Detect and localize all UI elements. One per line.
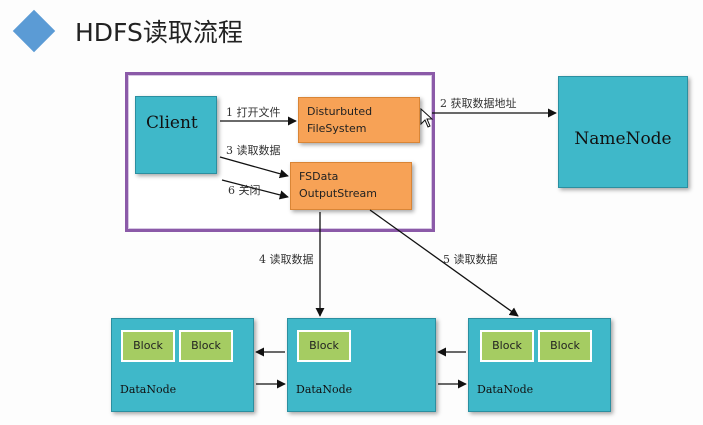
client-label: Client	[146, 113, 198, 133]
dfs-line1: Disturbuted	[307, 105, 373, 118]
block-3a: Block	[480, 330, 534, 362]
block-2a: Block	[297, 330, 351, 362]
edge-read-data-3	[219, 156, 289, 179]
edge-close	[221, 179, 289, 200]
datanode-3-label: DataNode	[477, 383, 534, 396]
mouse-cursor-icon	[420, 108, 434, 128]
datanode-2-label: DataNode	[296, 383, 353, 396]
label-close: 6 关闭	[228, 184, 261, 197]
edge-read-data-5	[369, 209, 519, 317]
stream-line1: FSData	[299, 170, 339, 183]
stream-line2: OutputStream	[299, 187, 378, 200]
namenode-box: NameNode	[558, 76, 688, 188]
block-3b: Block	[538, 330, 592, 362]
client-box: Client	[135, 96, 217, 174]
block-1b: Block	[179, 330, 233, 362]
label-read-data-3: 3 读取数据	[226, 144, 281, 157]
distributed-filesystem-box: Disturbuted FileSystem	[298, 97, 420, 143]
label-open-file: 1 打开文件	[226, 106, 281, 119]
block-1a: Block	[121, 330, 175, 362]
namenode-label: NameNode	[574, 129, 672, 149]
fsdata-outputstream-box: FSData OutputStream	[290, 162, 412, 210]
dfs-line2: FileSystem	[307, 122, 367, 135]
datanode-1-label: DataNode	[120, 383, 177, 396]
datanode-3: Block Block DataNode	[468, 318, 611, 412]
datanode-1: Block Block DataNode	[111, 318, 254, 412]
slide-title: HDFS读取流程	[75, 18, 243, 47]
label-get-address: 2 获取数据地址	[440, 97, 517, 110]
label-read-data-5: 5 读取数据	[443, 253, 498, 266]
datanode-2: Block DataNode	[287, 318, 436, 412]
label-read-data-4: 4 读取数据	[259, 253, 314, 266]
